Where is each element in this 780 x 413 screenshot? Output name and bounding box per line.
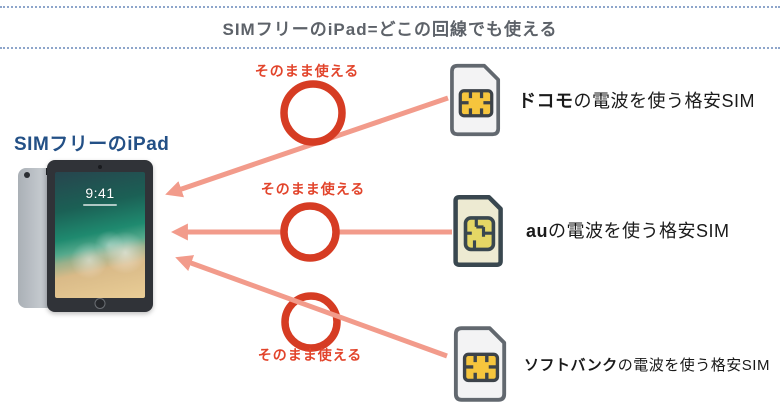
note-docomo: そのまま使える <box>254 63 360 79</box>
maru-circle-softbank <box>281 292 341 352</box>
maru-circle-au <box>280 202 340 262</box>
carrier-row-softbank: ソフトバンクの電波を使う格安SIM <box>452 320 770 408</box>
sim-card-icon <box>452 192 506 269</box>
diagram-title: SIMフリーのiPad=どこの回線でも使える <box>222 20 558 39</box>
lock-screen-clock: 9:41 <box>85 185 115 201</box>
note-softbank: そのまま使える <box>257 347 363 363</box>
carrier-suffix: の電波を使う格安SIM <box>548 221 730 241</box>
carrier-text-softbank: ソフトバンクの電波を使う格安SIM <box>524 354 770 375</box>
ipad-front-view: 9:41 <box>47 160 153 312</box>
front-camera-dot <box>98 165 102 169</box>
ipad-label: SIMフリーのiPad <box>14 134 170 155</box>
home-button <box>94 298 106 309</box>
carrier-name: ドコモ <box>518 91 574 111</box>
sim-card-icon <box>448 63 504 137</box>
carrier-row-au: auの電波を使う格安SIM <box>452 191 730 269</box>
carrier-suffix: の電波を使う格安SIM <box>573 91 756 111</box>
note-au: そのまま使える <box>260 181 366 197</box>
carrier-name: au <box>526 221 549 241</box>
carrier-suffix: の電波を使う格安SIM <box>617 356 770 374</box>
maru-circle-docomo <box>280 80 346 146</box>
ipad-image: 9:41 <box>15 160 157 318</box>
carrier-text-docomo: ドコモの電波を使う格安SIM <box>518 87 755 113</box>
ipad-lock-screen: 9:41 <box>55 172 145 298</box>
carrier-text-au: auの電波を使う格安SIM <box>526 217 730 243</box>
arrow-softbank-to-ipad <box>175 255 448 359</box>
carrier-row-docomo: ドコモの電波を使う格安SIM <box>448 62 755 138</box>
lock-screen-date <box>83 204 117 206</box>
rear-camera-dot <box>24 172 30 178</box>
dotted-divider-bottom <box>0 47 780 49</box>
carrier-name: ソフトバンク <box>524 356 618 374</box>
dotted-divider-top <box>0 6 780 8</box>
sim-card-icon <box>452 322 510 406</box>
